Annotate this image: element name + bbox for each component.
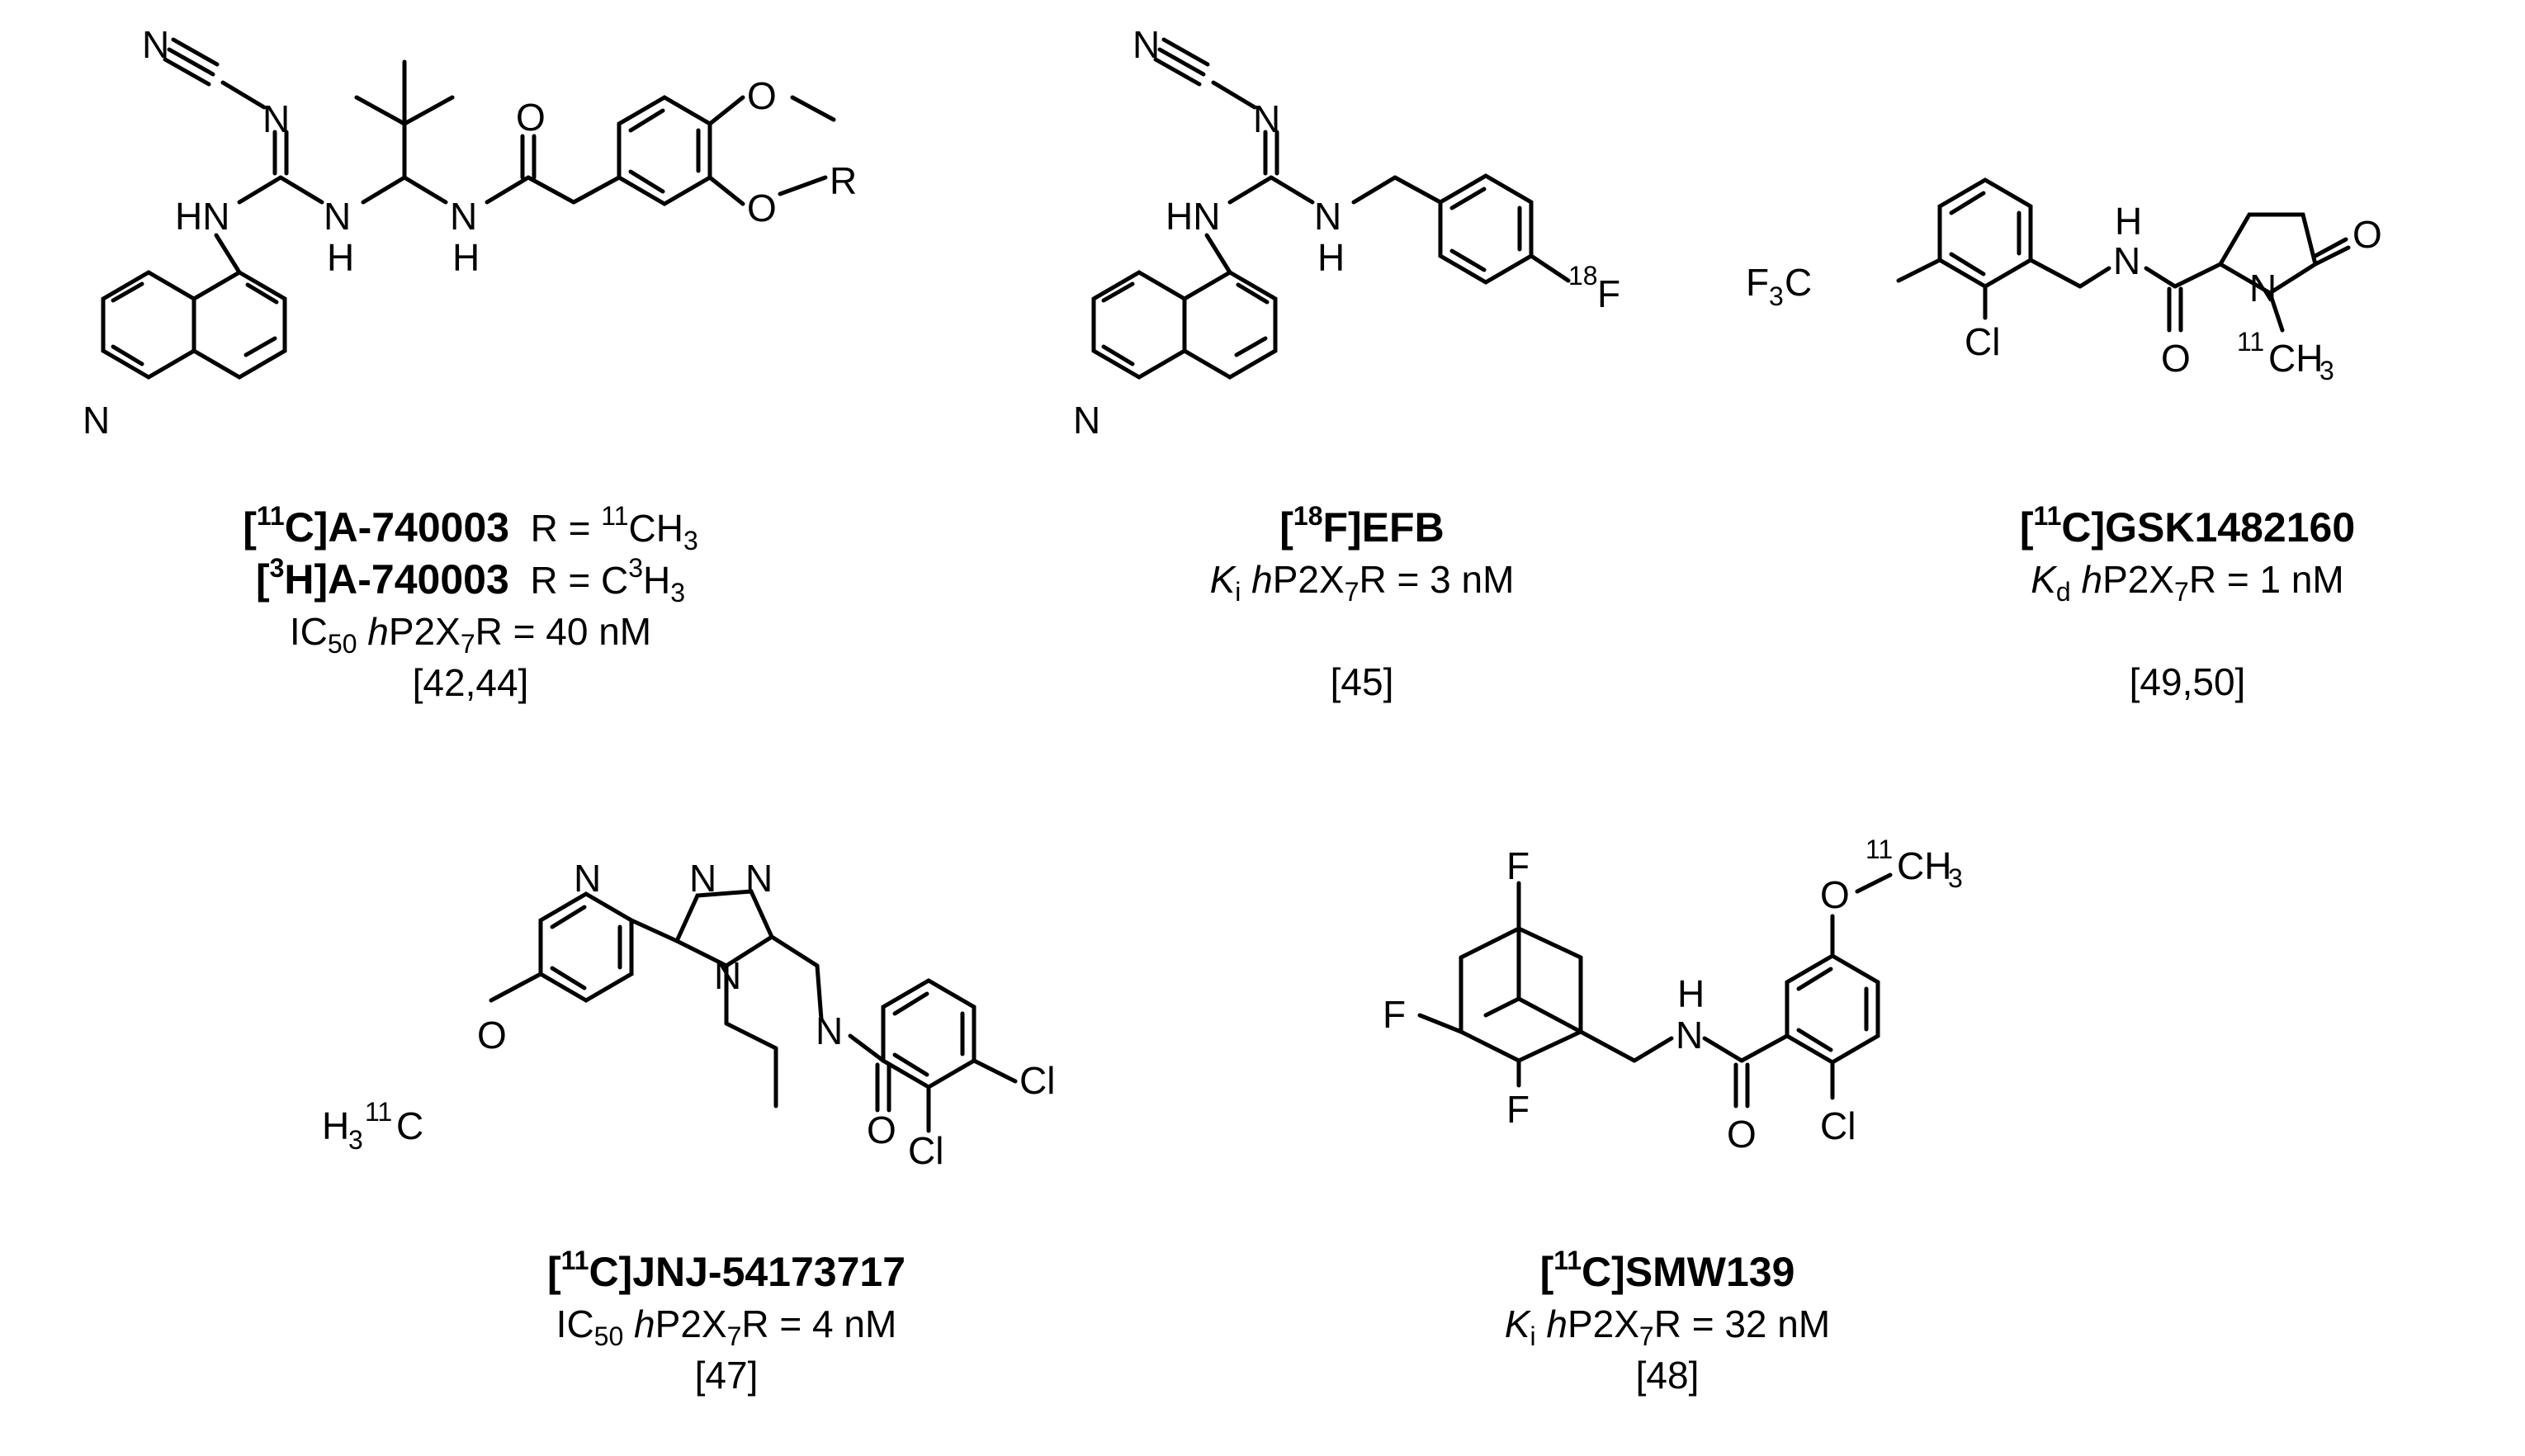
- atom-Cl: Cl: [908, 1129, 943, 1172]
- atom-Cl: Cl: [1019, 1059, 1055, 1102]
- caption-jnj54173717: [11C]JNJ-54173717 IC50 hP2X7R = 4 nM [47…: [437, 1246, 1015, 1401]
- atom-H: H: [1677, 972, 1705, 1015]
- structure-smw139: F F F N H O Cl O 11 CH 3: [1337, 809, 2080, 1238]
- atom-F: F: [1506, 844, 1530, 887]
- atom-O: O: [516, 96, 546, 139]
- atom-CH: CH: [2268, 337, 2323, 380]
- structure-gsk1482160: F 3 C Cl N H O N O 11 CH 3: [1746, 132, 2525, 479]
- reference-gsk1482160: [49,50]: [2129, 660, 2246, 703]
- affinity-gsk1482160: Kd hP2X7R = 1 nM: [2031, 558, 2344, 607]
- atom-HN: HN: [1166, 195, 1220, 238]
- atom-N: N: [816, 1009, 843, 1052]
- atom-H: H: [327, 236, 354, 279]
- atom-H: H: [452, 236, 480, 279]
- atom-N: N: [142, 23, 169, 66]
- label-jnj54173717: [11C]JNJ-54173717: [546, 1246, 906, 1295]
- caption-smw139: [11C]SMW139 Ki hP2X7R = 32 nM [48]: [1378, 1246, 1956, 1401]
- label-smw139: [11C]SMW139: [1539, 1246, 1795, 1295]
- label-efb: [18F]EFB: [1279, 501, 1445, 551]
- atom-O: O: [747, 187, 777, 229]
- isotope-18: 18: [1568, 261, 1598, 291]
- atom-F: F: [1383, 993, 1406, 1036]
- molecule-smw-drawing: F F F N H O Cl O 11 CH 3: [1383, 834, 1963, 1156]
- label-3h-a740003: [3H]A-740003 R = C3H3: [255, 553, 686, 607]
- atom-O: O: [477, 1014, 507, 1057]
- atom-N: N: [1253, 97, 1280, 140]
- atom-N: N: [262, 97, 290, 140]
- isotope-11: 11: [2237, 327, 2264, 357]
- atom-N: N: [1314, 195, 1341, 238]
- reference-smw139: [48]: [1635, 1354, 1700, 1397]
- molecule-a740003-drawing: N N HN N H N H O O O R N: [83, 23, 857, 442]
- atom-N: N: [689, 857, 716, 900]
- subscript-3: 3: [348, 1125, 363, 1155]
- atom-CH: CH: [1897, 844, 1951, 887]
- caption-gsk1482160: [11C]GSK1482160 Kd hP2X7R = 1 nM [49,50]: [1898, 502, 2476, 707]
- reference-efb: [45]: [1330, 660, 1394, 703]
- atom-H: H: [2115, 200, 2142, 243]
- atom-HN: HN: [175, 195, 229, 238]
- atom-F: F: [1506, 1088, 1530, 1131]
- atom-N: N: [1073, 399, 1100, 442]
- atom-O: O: [2161, 337, 2191, 380]
- atom-N: N: [745, 857, 773, 900]
- atom-O: O: [747, 74, 777, 117]
- affinity-efb: Ki hP2X7R = 3 nM: [1209, 558, 1515, 607]
- atom-N: N: [83, 399, 110, 442]
- atom-O: O: [1727, 1113, 1757, 1156]
- affinity-a740003: IC50 hP2X7R = 40 nM: [289, 610, 652, 659]
- molecule-efb-drawing: N N HN N H 18 F N: [1073, 23, 1620, 442]
- structure-efb: N N HN N H 18 F N: [1007, 0, 1750, 479]
- structure-jnj54173717: N N N N N O O Cl Cl H 3 11 C: [314, 857, 1222, 1238]
- subscript-3: 3: [2319, 356, 2334, 385]
- atom-F: F: [1746, 261, 1769, 304]
- molecule-gsk-drawing: F 3 C Cl N H O N O 11 CH 3: [1746, 177, 2382, 385]
- isotope-11: 11: [1865, 834, 1893, 864]
- caption-a740003: [11C]A-740003 R = 11CH3 [3H]A-740003 R =…: [140, 502, 801, 708]
- atom-R: R: [830, 159, 857, 202]
- reference-a740003: [42,44]: [412, 661, 529, 704]
- atom-Cl: Cl: [1965, 320, 2000, 363]
- atom-N: N: [450, 195, 477, 238]
- affinity-jnj54173717: IC50 hP2X7R = 4 nM: [556, 1302, 897, 1351]
- molecule-jnj-drawing: N N N N N O O Cl Cl H 3 11 C: [322, 857, 1055, 1172]
- structure-a740003: N N HN N H N H O O O R N: [0, 0, 908, 479]
- label-gsk1482160: [11C]GSK1482160: [2019, 501, 2356, 551]
- atom-N: N: [1676, 1014, 1703, 1057]
- atom-Cl: Cl: [1820, 1104, 1856, 1147]
- atom-O: O: [2352, 213, 2382, 256]
- affinity-smw139: Ki hP2X7R = 32 nM: [1504, 1302, 1831, 1351]
- atom-N: N: [1132, 23, 1160, 66]
- atom-N: N: [324, 195, 351, 238]
- atom-C: C: [396, 1104, 423, 1147]
- atom-H: H: [322, 1104, 349, 1147]
- caption-efb: [18F]EFB Ki hP2X7R = 3 nM [45]: [1073, 502, 1651, 707]
- reference-jnj54173717: [47]: [694, 1354, 759, 1397]
- subscript-3: 3: [1948, 863, 1963, 893]
- atom-N: N: [714, 954, 741, 997]
- atom-F: F: [1597, 272, 1620, 315]
- atom-O: O: [867, 1109, 896, 1151]
- atom-N: N: [574, 857, 601, 900]
- atom-H: H: [1317, 236, 1345, 279]
- atom-N: N: [2113, 239, 2140, 282]
- atom-O: O: [1820, 873, 1850, 916]
- subscript-3: 3: [1769, 281, 1784, 311]
- label-11c-a740003: [11C]A-740003 R = 11CH3: [243, 501, 698, 555]
- atom-C: C: [1785, 261, 1812, 304]
- isotope-11: 11: [365, 1097, 392, 1127]
- atom-N: N: [2249, 267, 2277, 310]
